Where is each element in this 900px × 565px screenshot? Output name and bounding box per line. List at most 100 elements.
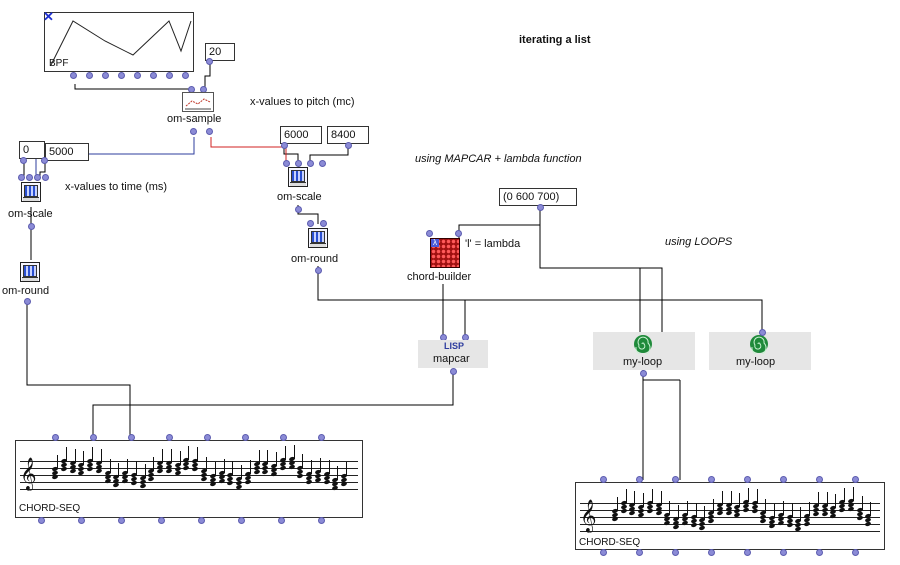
- patch-title: iterating a list: [519, 34, 591, 46]
- comment-x-to-pitch: x-values to pitch (mc): [250, 96, 355, 108]
- bpf-outlet[interactable]: [118, 72, 125, 79]
- chord-seq-port[interactable]: [38, 517, 45, 524]
- chord-seq-port[interactable]: [816, 549, 823, 556]
- chord-builder-icon[interactable]: λ: [430, 238, 460, 268]
- chord-seq-port[interactable]: [852, 476, 859, 483]
- number-outlet[interactable]: [281, 142, 288, 149]
- number-outlet[interactable]: [20, 157, 27, 164]
- om-scale-inlet[interactable]: [295, 160, 302, 167]
- chord-seq-port[interactable]: [118, 517, 125, 524]
- chord-seq-port[interactable]: [672, 549, 679, 556]
- chord-seq-port[interactable]: [238, 517, 245, 524]
- chord-seq-port[interactable]: [158, 517, 165, 524]
- number-outlet[interactable]: [206, 58, 213, 65]
- chord-seq-port[interactable]: [280, 434, 287, 441]
- chord-seq-left[interactable]: 𝄞 CHORD-SEQ: [15, 440, 363, 518]
- chord-seq-port[interactable]: [204, 434, 211, 441]
- bpf-editor[interactable]: ✕ BPF: [43, 9, 194, 72]
- bpf-outlet[interactable]: [134, 72, 141, 79]
- om-round-inlet[interactable]: [320, 220, 327, 227]
- om-round-inlet[interactable]: [307, 220, 314, 227]
- mapcar-box[interactable]: LISP mapcar: [418, 340, 488, 368]
- chord-seq-port[interactable]: [166, 434, 173, 441]
- bpf-outlet[interactable]: [70, 72, 77, 79]
- chord-seq-port[interactable]: [852, 549, 859, 556]
- chord-seq-port[interactable]: [744, 476, 751, 483]
- my-loop-2-box[interactable]: my-loop: [709, 332, 811, 370]
- chord-seq-port[interactable]: [90, 434, 97, 441]
- om-round-icon[interactable]: [308, 228, 328, 248]
- om-scale-icon[interactable]: [288, 167, 308, 187]
- om-sample-outlet[interactable]: [190, 128, 197, 135]
- chord-seq-port[interactable]: [78, 517, 85, 524]
- bpf-outlet[interactable]: [166, 72, 173, 79]
- chord-seq-port[interactable]: [780, 476, 787, 483]
- chord-seq-port[interactable]: [744, 549, 751, 556]
- mapcar-outlet[interactable]: [450, 368, 457, 375]
- om-scale-inlet[interactable]: [18, 174, 25, 181]
- number-outlet[interactable]: [41, 157, 48, 164]
- om-round-outlet[interactable]: [315, 267, 322, 274]
- om-round-outlet[interactable]: [24, 298, 31, 305]
- om-scale-inlet[interactable]: [283, 160, 290, 167]
- note-stem: [83, 450, 84, 465]
- spiral-icon: [634, 335, 652, 354]
- chord-seq-port[interactable]: [636, 549, 643, 556]
- chord-seq-port[interactable]: [708, 476, 715, 483]
- chord-seq-port[interactable]: [318, 517, 325, 524]
- note-stem: [748, 488, 749, 503]
- note-stem: [792, 502, 793, 517]
- list-input[interactable]: (0 600 700): [499, 188, 577, 206]
- pitch-min-input[interactable]: 6000: [280, 126, 322, 144]
- my-loop-inlet[interactable]: [759, 329, 766, 336]
- list-outlet[interactable]: [537, 204, 544, 211]
- chord-builder-inlet[interactable]: [455, 230, 462, 237]
- note-stem: [127, 459, 128, 474]
- om-scale-outlet[interactable]: [295, 206, 302, 213]
- sample-graph-icon: [185, 98, 211, 110]
- chord-seq-port[interactable]: [780, 549, 787, 556]
- chord-seq-port[interactable]: [600, 549, 607, 556]
- om-scale-outlet[interactable]: [28, 223, 35, 230]
- scale-min-input[interactable]: 0: [19, 141, 45, 159]
- chord-seq-port[interactable]: [128, 434, 135, 441]
- bpf-outlet[interactable]: [86, 72, 93, 79]
- om-scale-inlet[interactable]: [42, 174, 49, 181]
- pitch-max-input[interactable]: 8400: [327, 126, 369, 144]
- om-scale-inlet[interactable]: [26, 174, 33, 181]
- chord-seq-port[interactable]: [636, 476, 643, 483]
- note-stem: [294, 445, 295, 460]
- close-icon[interactable]: ✕: [43, 9, 54, 24]
- chord-seq-port[interactable]: [52, 434, 59, 441]
- chord-seq-port[interactable]: [318, 434, 325, 441]
- chord-seq-port[interactable]: [816, 476, 823, 483]
- lambda-note: 'l' = lambda: [465, 238, 521, 250]
- note-stem: [346, 461, 347, 476]
- mapcar-label: mapcar: [433, 353, 470, 365]
- number-outlet[interactable]: [345, 142, 352, 149]
- chord-seq-port[interactable]: [198, 517, 205, 524]
- chord-seq-port[interactable]: [278, 517, 285, 524]
- chord-seq-port[interactable]: [672, 476, 679, 483]
- my-loop-1-box[interactable]: my-loop: [593, 332, 695, 370]
- om-scale-inlet[interactable]: [319, 160, 326, 167]
- chord-seq-port[interactable]: [242, 434, 249, 441]
- chord-seq-port[interactable]: [708, 549, 715, 556]
- scale-max-input[interactable]: 5000: [45, 143, 89, 161]
- om-scale-inlet[interactable]: [307, 160, 314, 167]
- my-loop-outlet[interactable]: [640, 370, 647, 377]
- om-sample-outlet[interactable]: [206, 128, 213, 135]
- bpf-outlet[interactable]: [102, 72, 109, 79]
- chord-builder-inlet[interactable]: [426, 230, 433, 237]
- chord-seq-right[interactable]: 𝄞 CHORD-SEQ: [575, 482, 885, 550]
- bpf-outlet[interactable]: [182, 72, 189, 79]
- chord-seq-port[interactable]: [600, 476, 607, 483]
- note-stem: [827, 492, 828, 507]
- om-round-icon[interactable]: [20, 262, 40, 282]
- number-box-samples[interactable]: 20: [205, 43, 235, 61]
- om-sample-icon[interactable]: [182, 92, 214, 112]
- bpf-outlet[interactable]: [150, 72, 157, 79]
- om-scale-inlet[interactable]: [34, 174, 41, 181]
- note-stem: [136, 461, 137, 476]
- om-scale-icon[interactable]: [21, 182, 41, 202]
